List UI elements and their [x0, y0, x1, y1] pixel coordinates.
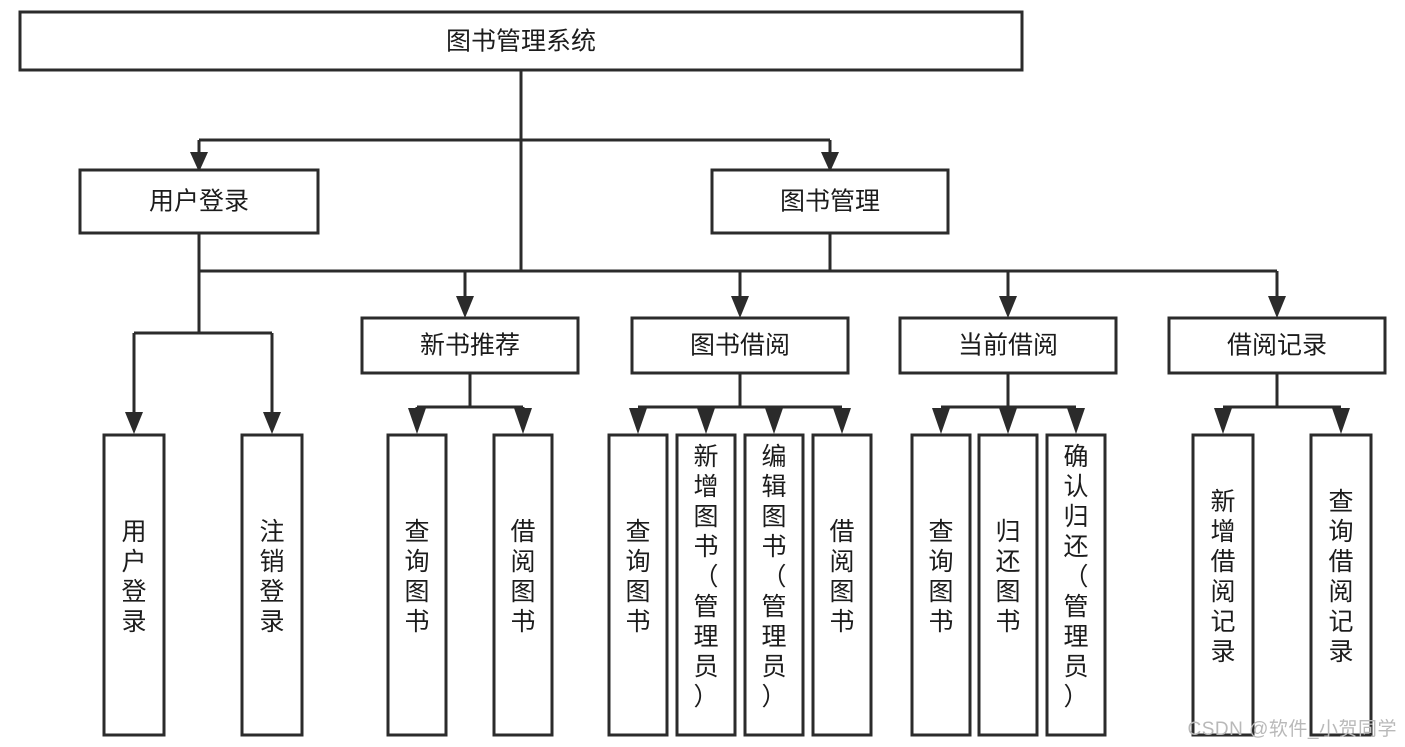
node-borrow-record-label: 借阅记录	[1227, 332, 1327, 360]
node-leaf-5-label: 查询图书	[625, 518, 650, 636]
node-root-box[interactable]	[18, 10, 1024, 72]
node-root-label: 图书管理系统	[446, 28, 596, 56]
node-book-mgmt-label: 图书管理	[780, 188, 880, 216]
node-current-borrow-box[interactable]	[898, 316, 1118, 375]
arrow-leaf-11	[1067, 408, 1085, 434]
node-leaf-1-label: 用户登录	[121, 518, 146, 636]
node-leaf-10[interactable]: 归还图书	[977, 433, 1039, 737]
node-book-mgmt-box[interactable]	[710, 168, 950, 235]
node-login-label: 用户登录	[149, 188, 249, 216]
node-borrow-record-box[interactable]	[1167, 316, 1387, 375]
node-leaf-11[interactable]: 确认归还（管理员）	[1045, 433, 1107, 737]
node-leaf-4[interactable]: 借阅图书	[492, 433, 554, 737]
node-leaf-7-label: 编辑图书（管理员）	[761, 443, 786, 711]
arrow-leaf-5	[629, 408, 647, 434]
node-leaf-8[interactable]: 借阅图书	[811, 433, 873, 737]
arrow-to-book-mgmt	[821, 152, 839, 172]
node-current-borrow[interactable]: 当前借阅	[898, 316, 1118, 375]
arrow-leaf-13	[1332, 408, 1350, 434]
node-leaf-5[interactable]: 查询图书	[607, 433, 669, 737]
node-new-book-rec-label: 新书推荐	[420, 332, 520, 360]
node-leaf-9-box[interactable]	[910, 433, 972, 737]
node-login[interactable]: 用户登录	[78, 168, 320, 235]
arrow-leaf-12	[1214, 408, 1232, 434]
node-leaf-10-box[interactable]	[977, 433, 1039, 737]
node-leaf-2-box[interactable]	[240, 433, 304, 737]
node-leaf-12-label: 新增借阅记录	[1210, 488, 1235, 666]
node-leaf-3[interactable]: 查询图书	[386, 433, 448, 737]
node-leaf-10-label: 归还图书	[995, 518, 1020, 636]
arrow-leaf-3	[408, 408, 426, 434]
arrow-book-borrow	[731, 296, 749, 318]
csdn-watermark: CSDN @软件_小贺同学	[1187, 719, 1397, 740]
node-borrow-record[interactable]: 借阅记录	[1167, 316, 1387, 375]
node-leaf-9-label: 查询图书	[928, 518, 953, 636]
arrow-leaf-1	[125, 412, 143, 434]
node-book-borrow-label: 图书借阅	[690, 332, 790, 360]
node-leaf-12[interactable]: 新增借阅记录	[1191, 433, 1255, 737]
arrow-leaf-9	[932, 408, 950, 434]
arrow-current-borrow	[999, 296, 1017, 318]
node-root[interactable]: 图书管理系统	[18, 10, 1024, 72]
node-new-book-rec[interactable]: 新书推荐	[360, 316, 580, 375]
node-leaf-2-label: 注销登录	[259, 518, 284, 636]
node-new-book-rec-box[interactable]	[360, 316, 580, 375]
node-leaf-4-box[interactable]	[492, 433, 554, 737]
node-leaf-1-box[interactable]	[102, 433, 166, 737]
node-leaf-9[interactable]: 查询图书	[910, 433, 972, 737]
node-leaf-11-label: 确认归还（管理员）	[1063, 443, 1088, 711]
arrow-leaf-4	[514, 408, 532, 434]
node-book-borrow-box[interactable]	[630, 316, 850, 375]
node-leaf-6-box[interactable]	[675, 433, 737, 737]
node-leaf-5-box[interactable]	[607, 433, 669, 737]
node-leaf-3-label: 查询图书	[404, 518, 429, 636]
arrow-new-book-rec	[456, 296, 474, 318]
node-leaf-8-label: 借阅图书	[829, 518, 854, 636]
arrow-leaf-2	[263, 412, 281, 434]
node-leaf-1[interactable]: 用户登录	[102, 433, 166, 737]
arrow-to-login	[190, 152, 208, 172]
node-book-borrow[interactable]: 图书借阅	[630, 316, 850, 375]
node-layer: 图书管理系统 用户登录 图书管理 新书推荐 图书借阅 当前借阅 借阅记录	[18, 10, 1387, 737]
arrow-borrow-record	[1268, 296, 1286, 318]
node-leaf-7[interactable]: 编辑图书（管理员）	[743, 433, 805, 737]
node-leaf-6-label: 新增图书（管理员）	[693, 443, 718, 711]
node-leaf-6[interactable]: 新增图书（管理员）	[675, 433, 737, 737]
node-leaf-7-box[interactable]	[743, 433, 805, 737]
arrow-leaf-7	[765, 408, 783, 434]
node-leaf-3-box[interactable]	[386, 433, 448, 737]
node-book-mgmt[interactable]: 图书管理	[710, 168, 950, 235]
node-current-borrow-label: 当前借阅	[958, 332, 1058, 360]
node-leaf-13[interactable]: 查询借阅记录	[1309, 433, 1373, 737]
node-leaf-2[interactable]: 注销登录	[240, 433, 304, 737]
arrow-leaf-6	[697, 408, 715, 434]
node-leaf-12-box[interactable]	[1191, 433, 1255, 737]
node-leaf-8-box[interactable]	[811, 433, 873, 737]
arrow-leaf-10	[999, 408, 1017, 434]
node-leaf-4-label: 借阅图书	[510, 518, 535, 636]
node-leaf-11-box[interactable]	[1045, 433, 1107, 737]
node-leaf-13-box[interactable]	[1309, 433, 1373, 737]
node-login-box[interactable]	[78, 168, 320, 235]
node-leaf-13-label: 查询借阅记录	[1328, 488, 1353, 666]
edge-layer	[125, 70, 1350, 434]
arrow-leaf-8	[833, 408, 851, 434]
